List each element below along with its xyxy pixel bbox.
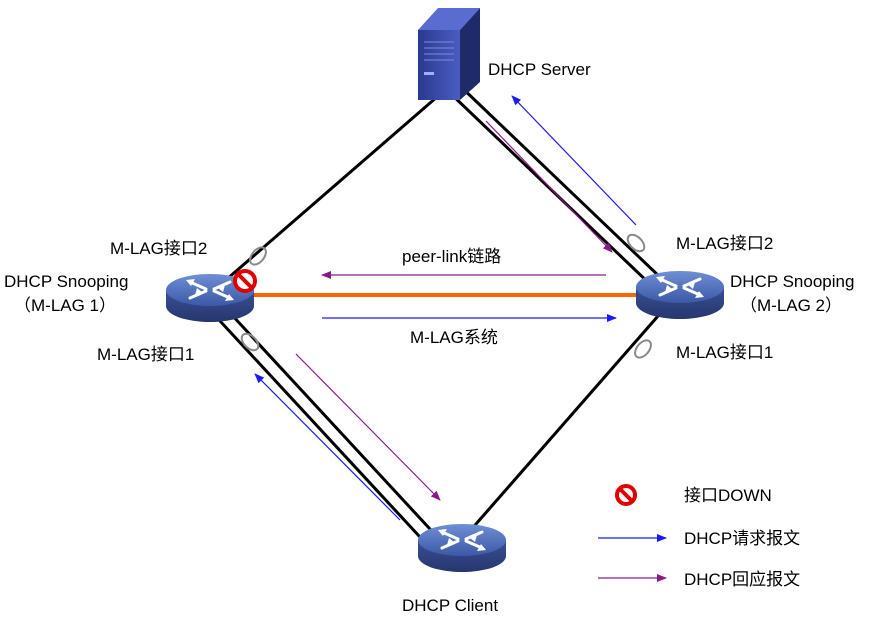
server-label: DHCP Server xyxy=(488,60,591,79)
right-port1-ring xyxy=(634,339,652,359)
left-port1-label: M-LAG接口1 xyxy=(97,345,194,364)
port-down-icon xyxy=(233,269,257,293)
left-port2-ring xyxy=(249,246,267,266)
switch-left-icon xyxy=(166,274,254,322)
left-switch-label: DHCP Snooping xyxy=(4,272,128,291)
link-server-right-b xyxy=(447,90,655,289)
right-port2-label: M-LAG接口2 xyxy=(676,234,773,253)
client-label: DHCP Client xyxy=(402,596,498,615)
request-arrow-left xyxy=(254,373,401,521)
right-port1-label: M-LAG接口1 xyxy=(676,343,773,362)
server-icon xyxy=(418,8,480,100)
link-left-client-b xyxy=(206,306,434,552)
right-port2-ring xyxy=(626,233,646,253)
link-right-client xyxy=(460,299,674,541)
legend-reply-label: DHCP回应报文 xyxy=(684,570,800,589)
left-switch-sublabel: （M-LAG 1） xyxy=(14,296,116,315)
client-switch-icon xyxy=(418,524,506,572)
legend-down-icon xyxy=(615,484,637,506)
reply-arrow-right xyxy=(485,120,613,253)
right-switch-label: DHCP Snooping xyxy=(730,272,854,291)
request-arrow-right xyxy=(511,95,637,226)
link-server-right-a xyxy=(456,82,664,281)
switch-right-icon xyxy=(636,271,724,319)
legend: 接口DOWN DHCP请求报文 DHCP回应报文 xyxy=(598,484,800,589)
legend-down-label: 接口DOWN xyxy=(684,486,772,505)
left-port1-ring xyxy=(240,332,260,352)
right-switch-sublabel: （M-LAG 2） xyxy=(740,296,842,315)
peer-link-label: peer-link链路 xyxy=(402,247,501,266)
mlag-system-label: M-LAG系统 xyxy=(410,328,498,347)
reply-arrow-left xyxy=(295,353,441,501)
left-port2-label: M-LAG接口2 xyxy=(110,239,207,258)
legend-request-label: DHCP请求报文 xyxy=(684,529,800,548)
